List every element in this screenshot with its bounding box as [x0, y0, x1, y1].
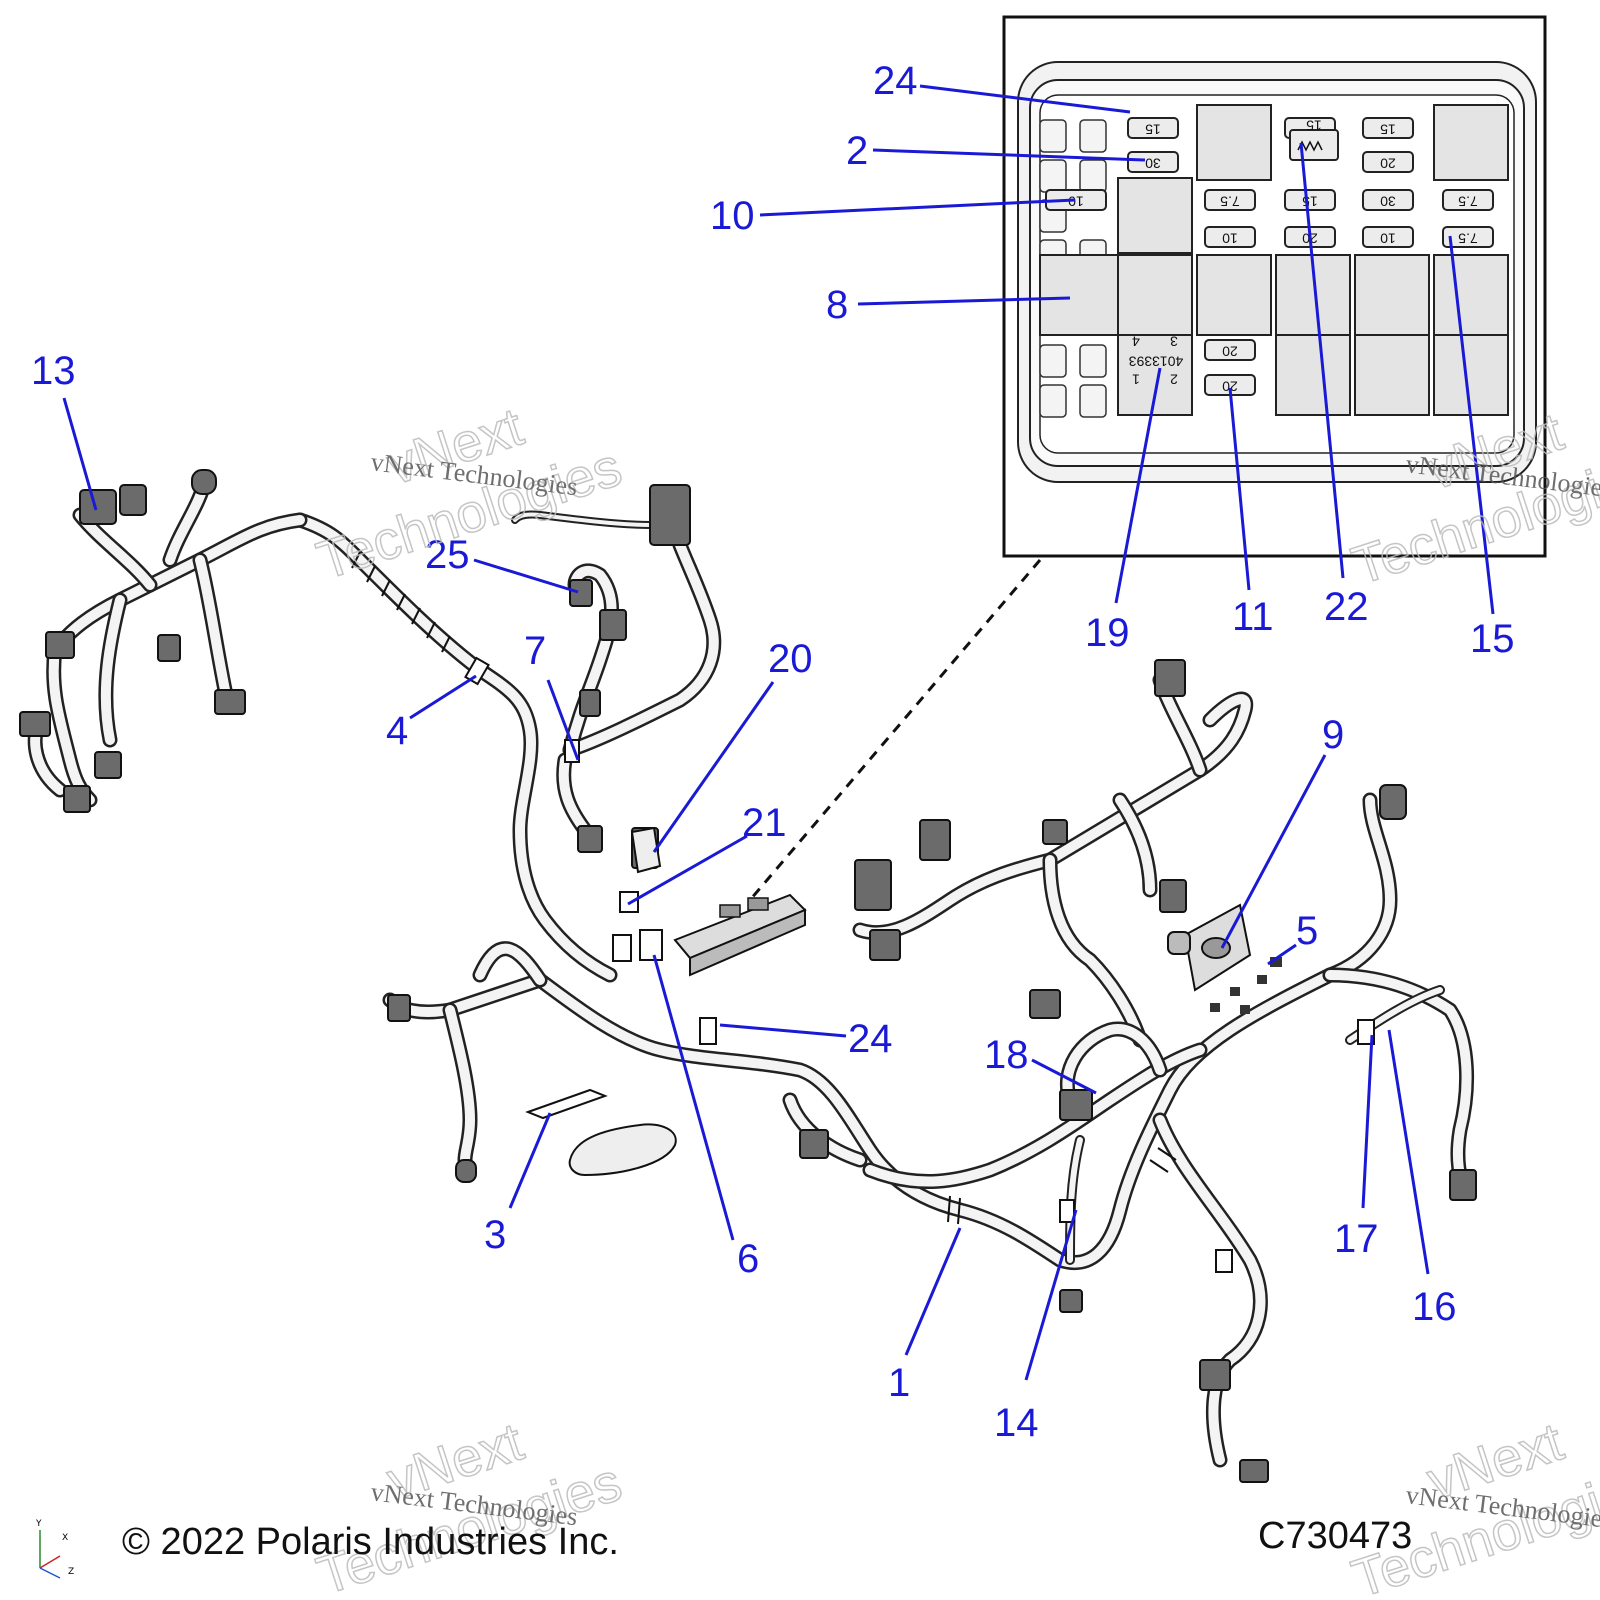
fuse-rating: 10 — [1380, 230, 1396, 246]
copyright-text: © 2022 Polaris Industries Inc. — [122, 1521, 619, 1563]
axis-triad-icon: Y X Z — [35, 1519, 74, 1579]
relay-pin-label: 1 — [1132, 371, 1140, 387]
callout-25: 25 — [425, 533, 470, 577]
fuse-rating: 15 — [1302, 193, 1318, 209]
callout-8: 8 — [826, 283, 848, 327]
fuse-rating: 20 — [1380, 155, 1396, 171]
fuse-box-detail-inset: 15 30 10 15 7.5 15 30 7.5 20 10 20 10 7.… — [1002, 15, 1547, 558]
callout-24: 24 — [848, 1017, 893, 1061]
callout-16: 16 — [1412, 1285, 1457, 1329]
callout-15: 15 — [1470, 617, 1515, 661]
fuse-rating: 20 — [1222, 378, 1238, 394]
relay-pin-label: 3 — [1170, 333, 1178, 349]
callout-3: 3 — [484, 1213, 506, 1257]
callout-13: 13 — [31, 349, 76, 393]
callout-5: 5 — [1296, 909, 1318, 953]
callout-2: 2 — [846, 129, 868, 173]
harness-artwork — [19, 469, 1477, 1483]
axis-label-y: Y — [35, 1519, 42, 1529]
callout-11: 11 — [1232, 595, 1274, 639]
callout-14: 14 — [994, 1401, 1039, 1445]
callout-22: 22 — [1324, 585, 1369, 629]
callout-labels: 24 2 10 8 13 19 11 22 15 25 7 20 4 21 9 … — [31, 59, 1515, 1445]
fuse-rating: 10 — [1222, 230, 1238, 246]
callout-1: 1 — [888, 1361, 910, 1405]
axis-label-x: X — [62, 1533, 68, 1543]
callout-6: 6 — [737, 1237, 759, 1281]
fuse-rating: 7.5 — [1458, 193, 1478, 209]
callout-21: 21 — [742, 801, 787, 845]
leader-lines — [62, 84, 1495, 1381]
fuse-rating: 15 — [1306, 117, 1322, 133]
fuse-rating: 7.5 — [1458, 230, 1478, 246]
callout-17: 17 — [1334, 1217, 1379, 1261]
callout-19: 19 — [1085, 611, 1130, 655]
watermark-bottom-right: vNext Technologies vNext Technologies — [1344, 1411, 1600, 1600]
fuse-rating: 30 — [1145, 155, 1161, 171]
figure-id: C730473 — [1258, 1515, 1412, 1557]
inset-link-line — [748, 559, 1042, 901]
relay-pin-label: 4 — [1132, 333, 1140, 349]
axis-label-z: Z — [68, 1567, 74, 1577]
callout-9: 9 — [1322, 713, 1344, 757]
watermark-bottom-left: vNext Technologies vNext Technologies — [309, 1411, 629, 1600]
callout-12: 24 — [873, 59, 918, 103]
callout-10: 10 — [710, 194, 755, 238]
relay-part-number: 4013393 — [1129, 353, 1184, 369]
fuse-rating: 15 — [1145, 121, 1161, 137]
callout-7: 7 — [524, 629, 546, 673]
fuse-rating: 7.5 — [1220, 193, 1240, 209]
callout-18: 18 — [984, 1033, 1029, 1077]
callout-20: 20 — [768, 637, 813, 681]
fuse-rating: 30 — [1380, 193, 1396, 209]
relay-pin-label: 2 — [1170, 371, 1178, 387]
fuse-rating: 10 — [1068, 193, 1084, 209]
callout-4: 4 — [386, 709, 408, 753]
fuse-rating: 15 — [1380, 121, 1396, 137]
fuse-rating: 20 — [1222, 343, 1238, 359]
